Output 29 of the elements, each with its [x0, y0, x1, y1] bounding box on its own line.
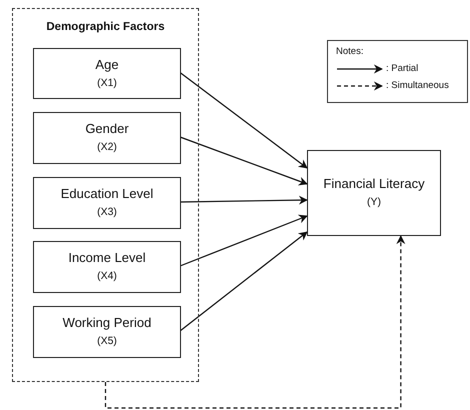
variable-code: (X5)	[97, 334, 117, 349]
variable-code: (X4)	[97, 269, 117, 284]
variable-box	[33, 306, 181, 358]
legend-text: : Simultaneous	[386, 80, 449, 91]
variable-name: Education Level	[60, 186, 154, 202]
variable-name: Financial Literacy	[323, 176, 425, 192]
dashed-arrow	[104, 235, 406, 409]
variable-name: Gender	[85, 121, 129, 137]
variable-code: (X3)	[97, 205, 117, 220]
group-container	[12, 8, 199, 382]
arrow	[180, 136, 308, 186]
variable-code: (X1)	[97, 76, 117, 90]
variable-box	[33, 241, 181, 293]
variable-name: Age	[95, 56, 119, 72]
variable-box	[33, 177, 181, 229]
variable-box	[307, 150, 441, 236]
variable-name: Income Level	[68, 250, 146, 266]
arrow	[180, 231, 308, 332]
variable-code: (X2)	[97, 140, 117, 155]
arrow	[180, 214, 308, 267]
variable-box	[33, 112, 181, 164]
variable-box	[33, 48, 181, 99]
variable-name: Working Period	[62, 315, 152, 331]
arrow	[180, 72, 308, 169]
legend-title: Notes:	[336, 46, 364, 57]
variable-code: (Y)	[367, 195, 381, 210]
legend-text: : Partial	[386, 63, 418, 74]
group-title: Demographic Factors	[45, 21, 166, 33]
arrow	[180, 196, 308, 205]
